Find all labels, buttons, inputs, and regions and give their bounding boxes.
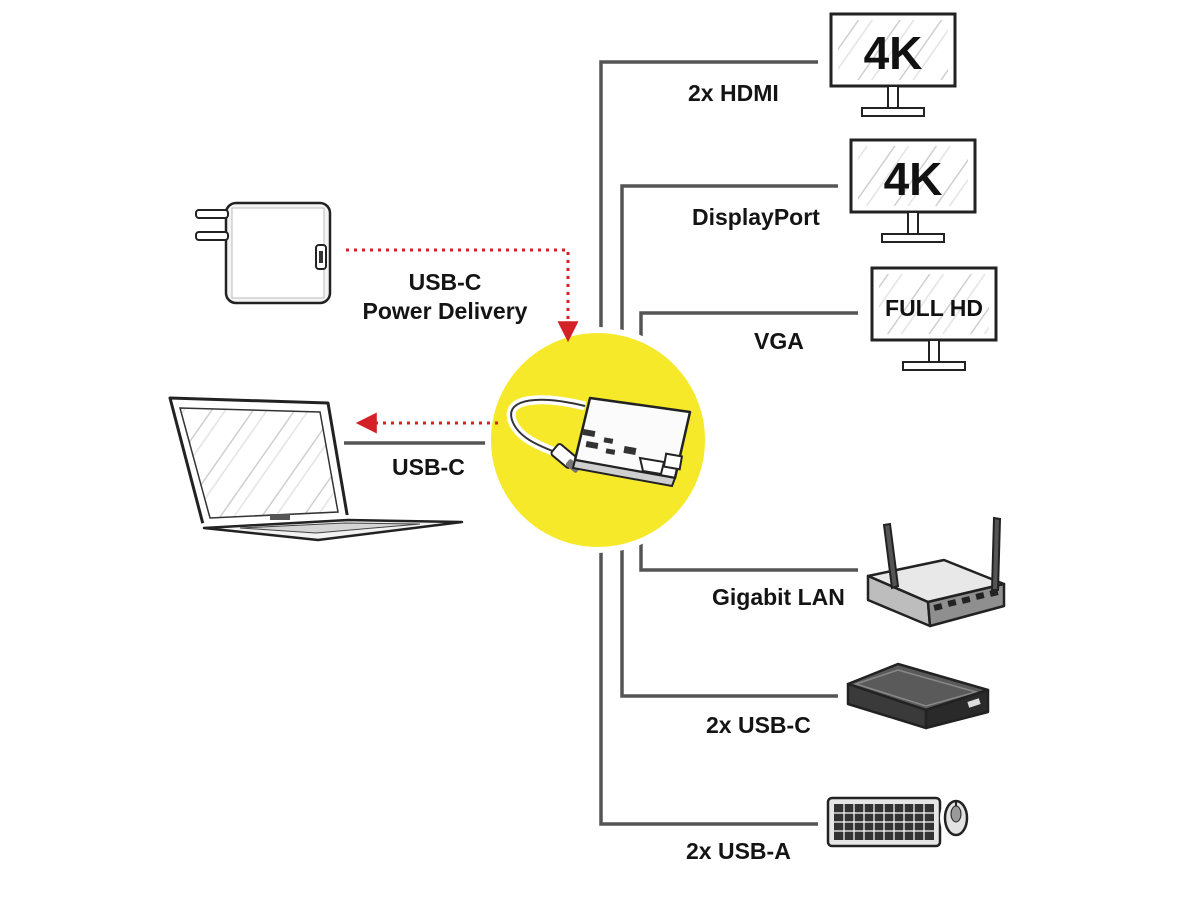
displayport-label: DisplayPort bbox=[692, 204, 820, 230]
power-delivery-arrow bbox=[346, 248, 579, 343]
vga-screen-text: FULL HD bbox=[885, 295, 983, 321]
external-drive-icon bbox=[842, 658, 994, 734]
monitor-icon-vga: FULL HD bbox=[866, 262, 1002, 371]
displayport-screen-text: 4K bbox=[884, 153, 943, 205]
hdmi-label: 2x HDMI bbox=[688, 80, 779, 106]
gigabit-lan-label: Gigabit LAN bbox=[712, 584, 845, 610]
monitor-icon-hdmi: 4K bbox=[825, 8, 961, 117]
keyboard-icon bbox=[822, 792, 946, 852]
power-label-line2: Power Delivery bbox=[362, 298, 528, 324]
power-delivery-label: USB-C Power Delivery bbox=[345, 268, 545, 326]
usb-c-ports-label: 2x USB-C bbox=[706, 712, 811, 738]
monitor-icon-displayport: 4K bbox=[845, 134, 981, 243]
usb-a-ports-label: 2x USB-A bbox=[686, 838, 791, 864]
laptop-usb-c-label: USB-C bbox=[392, 454, 465, 480]
router-icon bbox=[862, 516, 1010, 632]
vga-label: VGA bbox=[754, 328, 804, 354]
usb-c-charger-icon bbox=[195, 198, 335, 308]
mouse-icon bbox=[940, 796, 972, 840]
power-label-line1: USB-C bbox=[408, 269, 482, 295]
usb-c-hub-icon bbox=[485, 327, 711, 553]
hdmi-screen-text: 4K bbox=[864, 27, 923, 79]
laptop-icon bbox=[164, 392, 467, 545]
